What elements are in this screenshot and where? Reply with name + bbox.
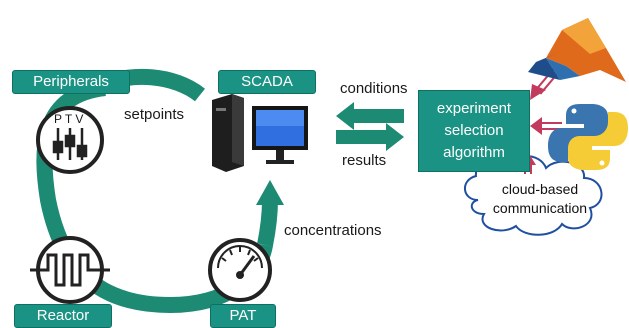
algorithm-line-3: algorithm bbox=[443, 144, 505, 161]
reactor-label: Reactor bbox=[14, 304, 112, 328]
gauge-icon bbox=[208, 238, 272, 302]
cloud-line-1: cloud-based bbox=[501, 181, 579, 197]
setpoints-text: setpoints bbox=[124, 106, 185, 123]
python-arrow bbox=[530, 117, 562, 135]
conditions-arrow bbox=[336, 102, 404, 130]
reactor-icon-group bbox=[30, 236, 110, 304]
peripherals-label: Peripherals bbox=[12, 70, 130, 94]
results-arrow bbox=[336, 123, 404, 151]
matlab-logo-icon bbox=[528, 18, 626, 82]
algorithm-line-1: experiment bbox=[436, 100, 512, 117]
loop-arrow-up bbox=[257, 199, 278, 247]
sliders-icon bbox=[52, 128, 88, 160]
computer-tower-icon bbox=[212, 94, 244, 172]
concentrations-text: concentrations bbox=[284, 222, 382, 239]
conditions-text: conditions bbox=[340, 80, 408, 97]
results-text: results bbox=[342, 152, 387, 169]
algorithm-line-2: selection bbox=[444, 122, 504, 139]
cloud-line-2: communication bbox=[492, 200, 588, 216]
experiment-selection-algorithm-box: experiment selection algorithm bbox=[418, 90, 530, 172]
scada-label: SCADA bbox=[218, 70, 316, 94]
loop-arrowhead bbox=[256, 180, 284, 205]
cloud-based-communication-text: cloud-based communication bbox=[470, 180, 610, 218]
pat-label: PAT bbox=[210, 304, 276, 328]
monitor-icon bbox=[252, 106, 308, 164]
ptv-text: P T V bbox=[54, 112, 84, 126]
peripherals-icon-group bbox=[36, 106, 104, 174]
reactor-coil-icon bbox=[30, 253, 110, 287]
python-logo-icon bbox=[548, 104, 628, 170]
